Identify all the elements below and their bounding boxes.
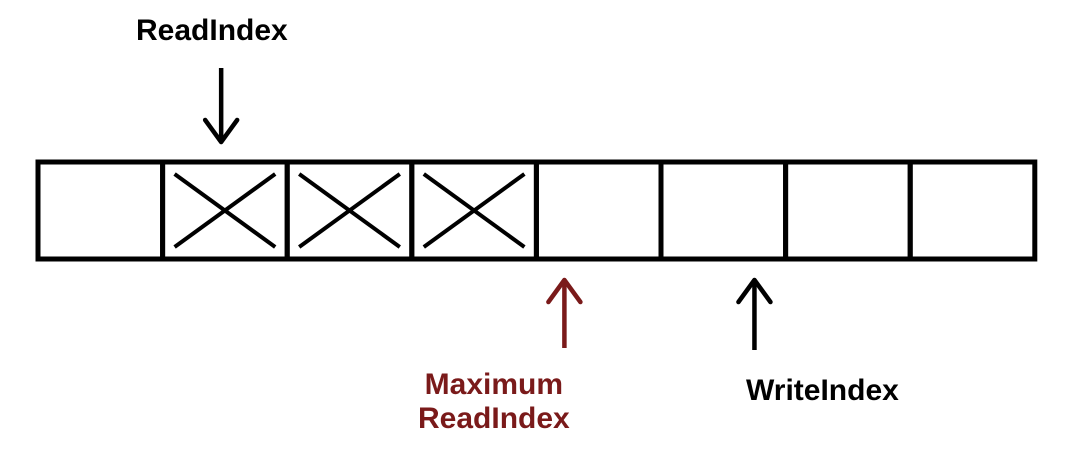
consumed-cross-b [173, 172, 277, 249]
buffer-cell-1 [160, 159, 290, 262]
buffer-cells [35, 159, 1038, 262]
max-read-index-arrow [546, 277, 583, 348]
buffer-cell-2 [284, 159, 415, 262]
pointer-arrows [202, 68, 773, 350]
buffer-cell-6 [783, 159, 913, 262]
buffer-cell-0 [35, 159, 166, 262]
buffer-cell-7 [907, 159, 1038, 262]
write-index-label: WriteIndex [746, 374, 899, 407]
read-index-label: ReadIndex [136, 14, 288, 47]
max-read-index-label-line2: ReadIndex [418, 402, 570, 435]
write-index-arrow [736, 277, 773, 350]
buffer-cell-3 [409, 159, 539, 262]
buffer-cell-5 [658, 159, 789, 262]
max-read-index-label: Maximum ReadIndex [418, 368, 570, 436]
buffer-cell-4 [533, 159, 664, 262]
read-index-arrow [202, 68, 240, 145]
max-read-index-label-line1: Maximum [424, 368, 564, 401]
consumed-cross-b [422, 172, 526, 249]
consumed-cross-b [298, 172, 401, 249]
